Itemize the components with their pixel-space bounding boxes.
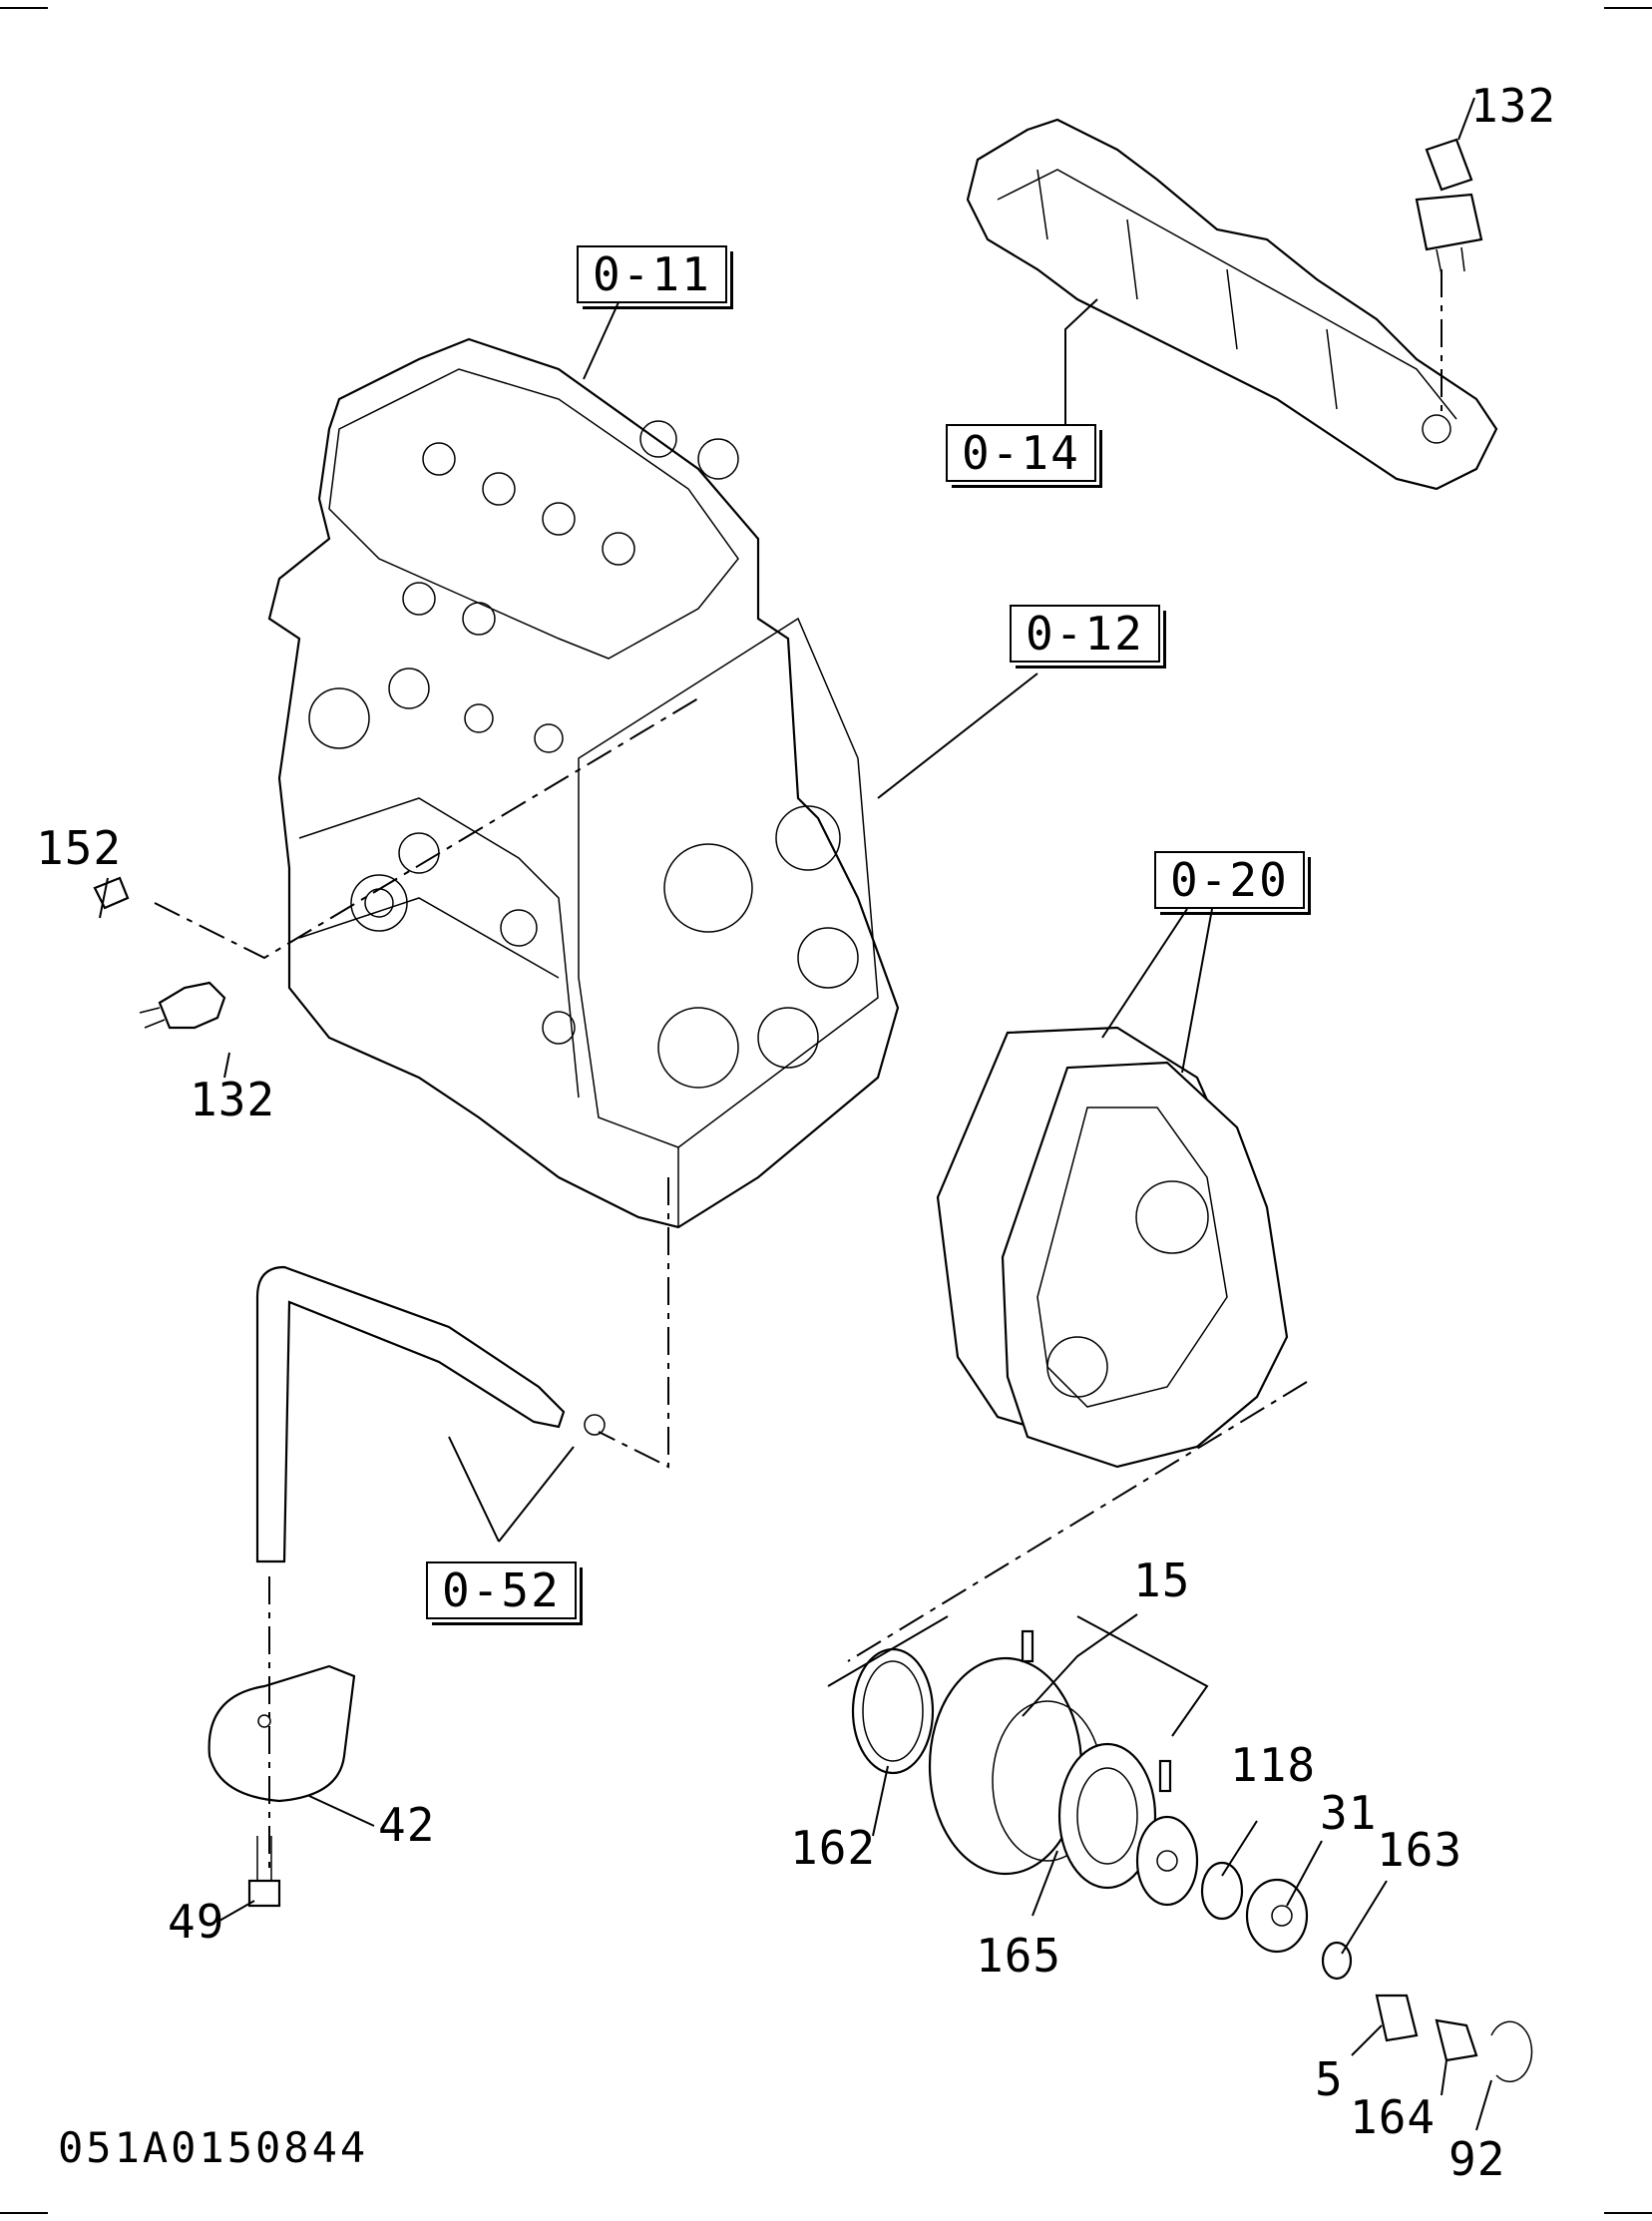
leader-lines	[99, 97, 1492, 2131]
gear-case-gaskets	[936, 1026, 1289, 1469]
ref-label-0-11: 0-11	[577, 245, 733, 309]
part-label-15: 15	[1133, 1554, 1191, 1607]
part-label-165: 165	[976, 1929, 1062, 1983]
part-label-92: 92	[1448, 2132, 1506, 2186]
idler-gear-assembly	[851, 1629, 1533, 2082]
document-id: 051A0150844	[58, 2123, 369, 2172]
ref-label-0-12: 0-12	[1010, 605, 1166, 668]
part-label-164: 164	[1350, 2090, 1437, 2144]
ref-label-0-52: 0-52	[426, 1561, 583, 1625]
oil-pipe	[255, 1265, 606, 1563]
part-label-163: 163	[1377, 1823, 1463, 1877]
oil-pressure-switch-left	[93, 876, 226, 1030]
part-label-118: 118	[1230, 1738, 1317, 1792]
part-label-162: 162	[790, 1821, 877, 1875]
part-label-5: 5	[1315, 2052, 1344, 2106]
crop-marks	[0, 7, 1652, 2214]
oil-strainer	[207, 1664, 356, 1908]
part-label-31: 31	[1320, 1786, 1378, 1840]
oil-pressure-switch-top	[1415, 138, 1483, 275]
valve-cover	[966, 118, 1498, 491]
ref-label-0-14: 0-14	[946, 424, 1102, 488]
part-label-132-left: 132	[190, 1073, 276, 1126]
part-label-42: 42	[378, 1798, 436, 1852]
part-label-152: 152	[36, 821, 123, 875]
part-label-49: 49	[168, 1895, 225, 1949]
engine-block	[267, 337, 900, 1229]
part-label-132-top: 132	[1470, 79, 1557, 133]
ref-label-0-20: 0-20	[1154, 851, 1311, 915]
